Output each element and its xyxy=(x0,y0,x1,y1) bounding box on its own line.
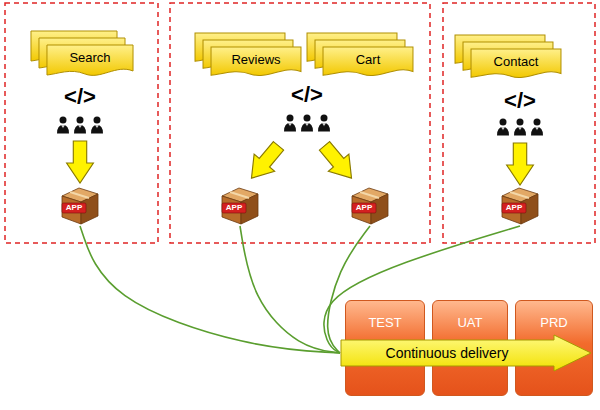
node-text: Search xyxy=(46,44,134,65)
feature-document: Search xyxy=(46,44,134,78)
node-text: Reviews xyxy=(210,46,302,67)
team-region xyxy=(5,3,595,243)
feature-document: Cart xyxy=(322,46,414,78)
node-text: APP xyxy=(352,203,376,213)
app-package: APP xyxy=(499,184,541,226)
team-people xyxy=(57,115,543,136)
delivery-arrow: Continuous delivery xyxy=(340,334,592,372)
app-package: APP xyxy=(59,184,101,226)
node-text: APP xyxy=(222,203,246,213)
node-text: Cart xyxy=(322,46,414,67)
code-label: </> xyxy=(64,84,96,110)
node-text: PRD xyxy=(516,301,592,330)
delivery-line xyxy=(80,226,340,353)
app-package: APP xyxy=(219,184,261,226)
node-text: TEST xyxy=(346,301,424,330)
app-package: APP xyxy=(349,184,391,226)
node-text: Contact xyxy=(470,48,562,69)
code-label: </> xyxy=(504,88,536,114)
node-text: UAT xyxy=(433,301,507,330)
code-label: </> xyxy=(291,82,323,108)
node-text: APP xyxy=(62,203,86,213)
feature-document: Contact xyxy=(470,48,562,80)
node-text: Continuous delivery xyxy=(340,334,554,372)
node-text: APP xyxy=(502,203,526,213)
build-arrow xyxy=(67,137,534,186)
feature-document: Reviews xyxy=(210,46,302,78)
